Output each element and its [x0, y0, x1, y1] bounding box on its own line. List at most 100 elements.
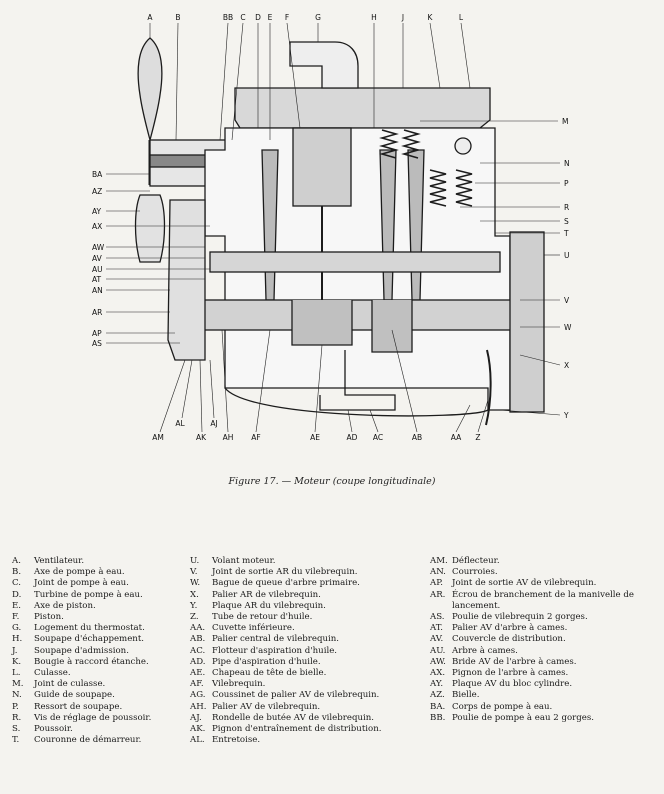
legend-item: C.Joint de pompe à eau.: [12, 578, 190, 589]
figure-caption: Figure 17. — Moteur (coupe longitudinale…: [228, 476, 436, 487]
legend-item: D. Turbine de pompe à eau.: [12, 590, 190, 601]
legend-code: D.: [12, 589, 22, 600]
legend-text: Palier AV d'arbre à cames.: [452, 623, 568, 634]
legend-item: B. Axe de pompe à eau.: [12, 567, 190, 578]
label-AJ: AJ: [210, 419, 217, 428]
legend-item: M.Joint de culasse.: [12, 679, 190, 690]
legend-code: AS.: [430, 612, 445, 623]
label-AW: AW: [92, 243, 105, 252]
legend-code: K.: [12, 656, 22, 667]
crank-throws: [291, 300, 413, 353]
legend-code: P.: [12, 701, 19, 712]
legend-text: Chapeau de tête de bielle.: [212, 668, 327, 679]
oil-return-tube: [485, 349, 492, 426]
legend-code: AV.: [430, 634, 444, 645]
label-BB: BB: [223, 13, 233, 22]
label-B: B: [175, 13, 180, 22]
legend-code: W.: [190, 578, 201, 589]
fan-blade-lower: [134, 194, 166, 263]
legend-code: AL.: [190, 735, 205, 746]
label-T: T: [563, 229, 569, 238]
label-U: U: [564, 251, 570, 260]
legend-code: AC.: [190, 645, 206, 656]
label-AN: AN: [92, 286, 103, 295]
legend-text: Cuvette inférieure.: [212, 623, 295, 634]
legend-text: Bielle.: [452, 690, 480, 701]
label-AK: AK: [196, 433, 207, 442]
legend-code: AH.: [190, 701, 207, 712]
legend-text: Turbine de pompe à eau.: [34, 589, 143, 600]
label-L: L: [459, 13, 464, 22]
legend-item: W.Bague de queue d'arbre primaire.: [190, 578, 422, 589]
legend-item: U. Volant moteur.: [190, 556, 422, 567]
oil-pan: [224, 387, 489, 417]
label-AT: AT: [92, 275, 102, 284]
legend-text: Plaque AR du vilebrequin.: [212, 600, 326, 611]
legend-text: Corps de pompe à eau.: [452, 701, 553, 712]
label-F: F: [285, 13, 289, 22]
legend-item: AK.Pignon d'entraînement de distribution…: [190, 724, 422, 735]
legend-text: Palier AR de vilebrequin.: [212, 589, 321, 600]
label-G: G: [315, 13, 321, 22]
legend-item: AB.Palier central de vilebrequin.: [190, 634, 422, 645]
legend-code: AZ.: [430, 690, 445, 701]
legend-text: Poussoir.: [34, 724, 73, 735]
legend-code: E.: [12, 600, 22, 611]
spark-plug-cap: [454, 137, 472, 155]
label-AX: AX: [92, 222, 102, 231]
legend-code: S.: [12, 724, 21, 735]
label-E: E: [268, 13, 273, 22]
label-AF: AF: [251, 433, 260, 442]
legend-text: Rondelle de butée AV de vilebrequin.: [212, 712, 375, 723]
label-AD: AD: [347, 433, 358, 442]
legend-code: U.: [190, 556, 200, 566]
legend-item: AU.Arbre à cames.: [430, 646, 656, 657]
legend-code: Z.: [190, 612, 199, 623]
legend-code: F.: [12, 612, 20, 623]
engine-drawing: [134, 37, 545, 426]
legend-text: Volant moteur.: [212, 556, 276, 566]
legend-code: AE.: [190, 668, 206, 679]
label-W: W: [564, 323, 572, 332]
legend-text: Logement du thermostat.: [34, 623, 145, 634]
oil-pickup: [319, 350, 396, 411]
legend-item: L.Culasse.: [12, 668, 190, 679]
legend-item: V.Joint de sortie AR du vilebrequin.: [190, 567, 422, 578]
label-N: N: [564, 159, 570, 168]
legend-code: V.: [190, 567, 198, 578]
legend-item: P.Ressort de soupape.: [12, 702, 190, 713]
legend-item: AE. Chapeau de tête de bielle.: [190, 668, 422, 679]
legend-item: K.Bougie à raccord étanche.: [12, 657, 190, 668]
legend-text: Piston.: [34, 612, 64, 623]
legend-code: Y.: [190, 600, 198, 611]
legend-column-1: A.Ventilateur. B.Axe de pompe à eau. C.J…: [12, 556, 190, 746]
fan-blade: [137, 37, 163, 143]
legend-item: AW.Bride AV de l'arbre à cames.: [430, 657, 656, 668]
legend-item: G.Logement du thermostat.: [12, 623, 190, 634]
label-AM: AM: [152, 433, 164, 442]
label-K: K: [428, 13, 434, 22]
label-AC: AC: [373, 433, 383, 442]
legend-code: B.: [12, 567, 22, 578]
legend-text: Axe de piston.: [34, 600, 96, 611]
legend-item: N.Guide de soupape.: [12, 690, 190, 701]
legend-item: AC.Flotteur d'aspiration d'huile.: [190, 646, 422, 657]
legend-code: T.: [12, 735, 20, 746]
legend-item: AD.Pipe d'aspiration d'huile.: [190, 657, 422, 668]
label-AU: AU: [92, 265, 103, 274]
legend-column-3: AM.Déflecteur. AN.Courroies. AP.Joint de…: [430, 556, 656, 724]
legend-text: Bride AV de l'arbre à cames.: [452, 656, 577, 667]
legend-text: Couronne de démarreur.: [34, 735, 142, 746]
label-C: C: [240, 13, 245, 22]
legend-item: S. Poussoir.: [12, 724, 190, 735]
legend-item: AG.Coussinet de palier AV de vilebrequin…: [190, 690, 422, 701]
legend-text: Axe de pompe à eau.: [34, 567, 125, 578]
legend-code: AP.: [430, 578, 443, 589]
label-X: X: [564, 361, 569, 370]
cylinder-head: [234, 87, 491, 129]
legend-text: Joint de culasse.: [34, 679, 106, 690]
label-M: M: [562, 117, 568, 126]
legend-code: AM.: [430, 556, 448, 566]
label-AA: AA: [451, 433, 462, 442]
legend-item: AV.Couvercle de distribution.: [430, 634, 656, 645]
